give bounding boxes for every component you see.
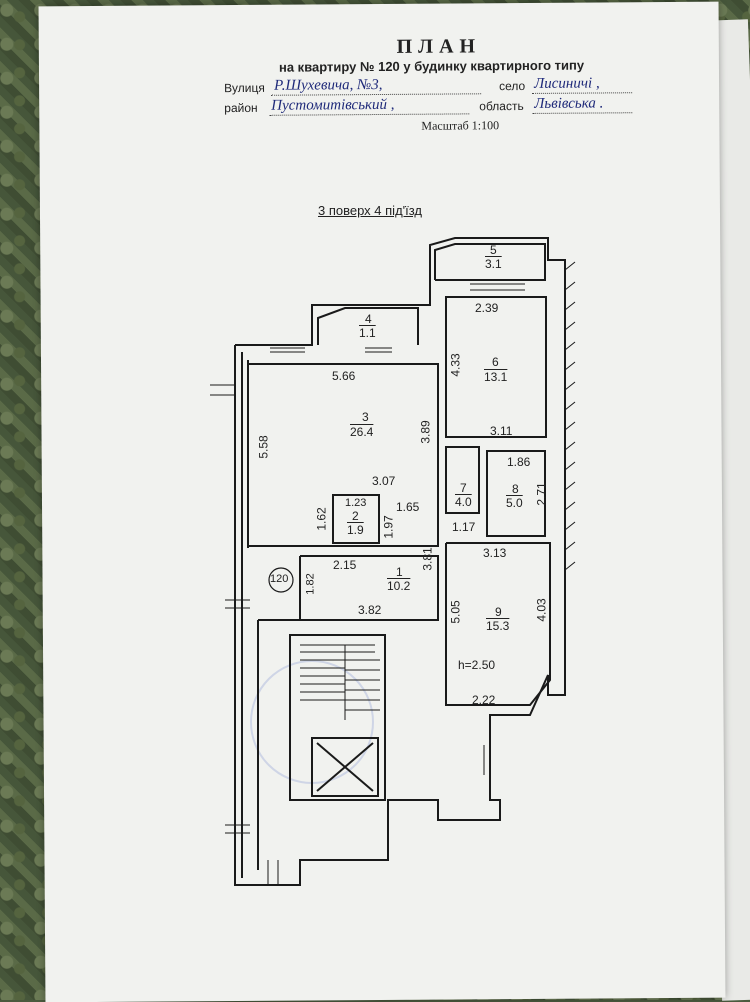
room-1-area: 10.2: [387, 579, 411, 593]
room-1-outline: [299, 555, 439, 621]
room-6-outline: [445, 296, 547, 438]
dimension-label: 4.33: [448, 353, 463, 377]
dimension-label: 1.23: [345, 497, 367, 509]
dimension-label: 3.81: [420, 547, 435, 571]
dimension-label: 5.66: [332, 369, 356, 383]
dimension-label: 1.86: [507, 455, 531, 469]
room-3-number: 3: [362, 410, 369, 424]
room-9-outline: [445, 542, 551, 706]
dimension-label: 4.03: [534, 598, 549, 622]
dimension-label: 3.11: [490, 424, 513, 438]
room-5-area: 3.1: [485, 257, 502, 271]
dimension-label: 3.07: [372, 474, 396, 488]
dimension-label: 2.39: [475, 301, 499, 315]
outer-wall: [234, 237, 566, 886]
balcony-5-outline: [434, 243, 546, 281]
dimension-label: 5.58: [256, 435, 271, 459]
room-2-area: 1.9: [347, 523, 364, 537]
room-1-number: 1: [396, 565, 403, 579]
dimension-label: 3.13: [483, 546, 507, 560]
room-7-number: 7: [460, 481, 467, 495]
dimension-label: 1.97: [381, 515, 396, 539]
dimension-label: 1.65: [396, 500, 420, 514]
room-7-area: 4.0: [455, 495, 472, 509]
dimension-label: 1.82: [304, 573, 317, 595]
dimension-label: 2.15: [333, 558, 357, 572]
room-9-number: 9: [495, 605, 502, 619]
room-8-outline: [486, 450, 546, 537]
dimension-label: 1.17: [452, 520, 476, 534]
room-3-outline: [247, 363, 439, 547]
dimension-label: 2.22: [472, 693, 496, 707]
room-6-area: 13.1: [484, 370, 508, 384]
ceiling-height: h=2.50: [458, 658, 496, 672]
room-7-outline: [445, 446, 480, 514]
elevator-outline: [311, 737, 379, 797]
dimension-label: 2.71: [534, 482, 549, 506]
dimension-label: 3.82: [358, 603, 382, 617]
apartment-number: 120: [270, 573, 289, 585]
apartment-number-circle: [268, 567, 294, 593]
room-9-area: 15.3: [486, 619, 510, 633]
room-3-area: 26.4: [350, 425, 374, 439]
floor-caption: 3 поверх 4 під'їзд: [318, 203, 423, 218]
room-8-area: 5.0: [506, 496, 523, 510]
dimension-label: 5.05: [448, 600, 463, 624]
room-6-number: 6: [492, 355, 499, 369]
room-4-area: 1.1: [359, 326, 376, 340]
room-5-number: 5: [490, 243, 497, 257]
room-2-outline: [332, 494, 380, 544]
room-2-number: 2: [352, 509, 359, 523]
dimension-label: 3.89: [418, 420, 433, 444]
room-8-number: 8: [512, 482, 519, 496]
room-4-number: 4: [365, 312, 372, 326]
stairwell-outline: [289, 634, 386, 801]
balcony-4-outline: [317, 307, 419, 345]
dimension-label: 1.62: [314, 507, 329, 531]
